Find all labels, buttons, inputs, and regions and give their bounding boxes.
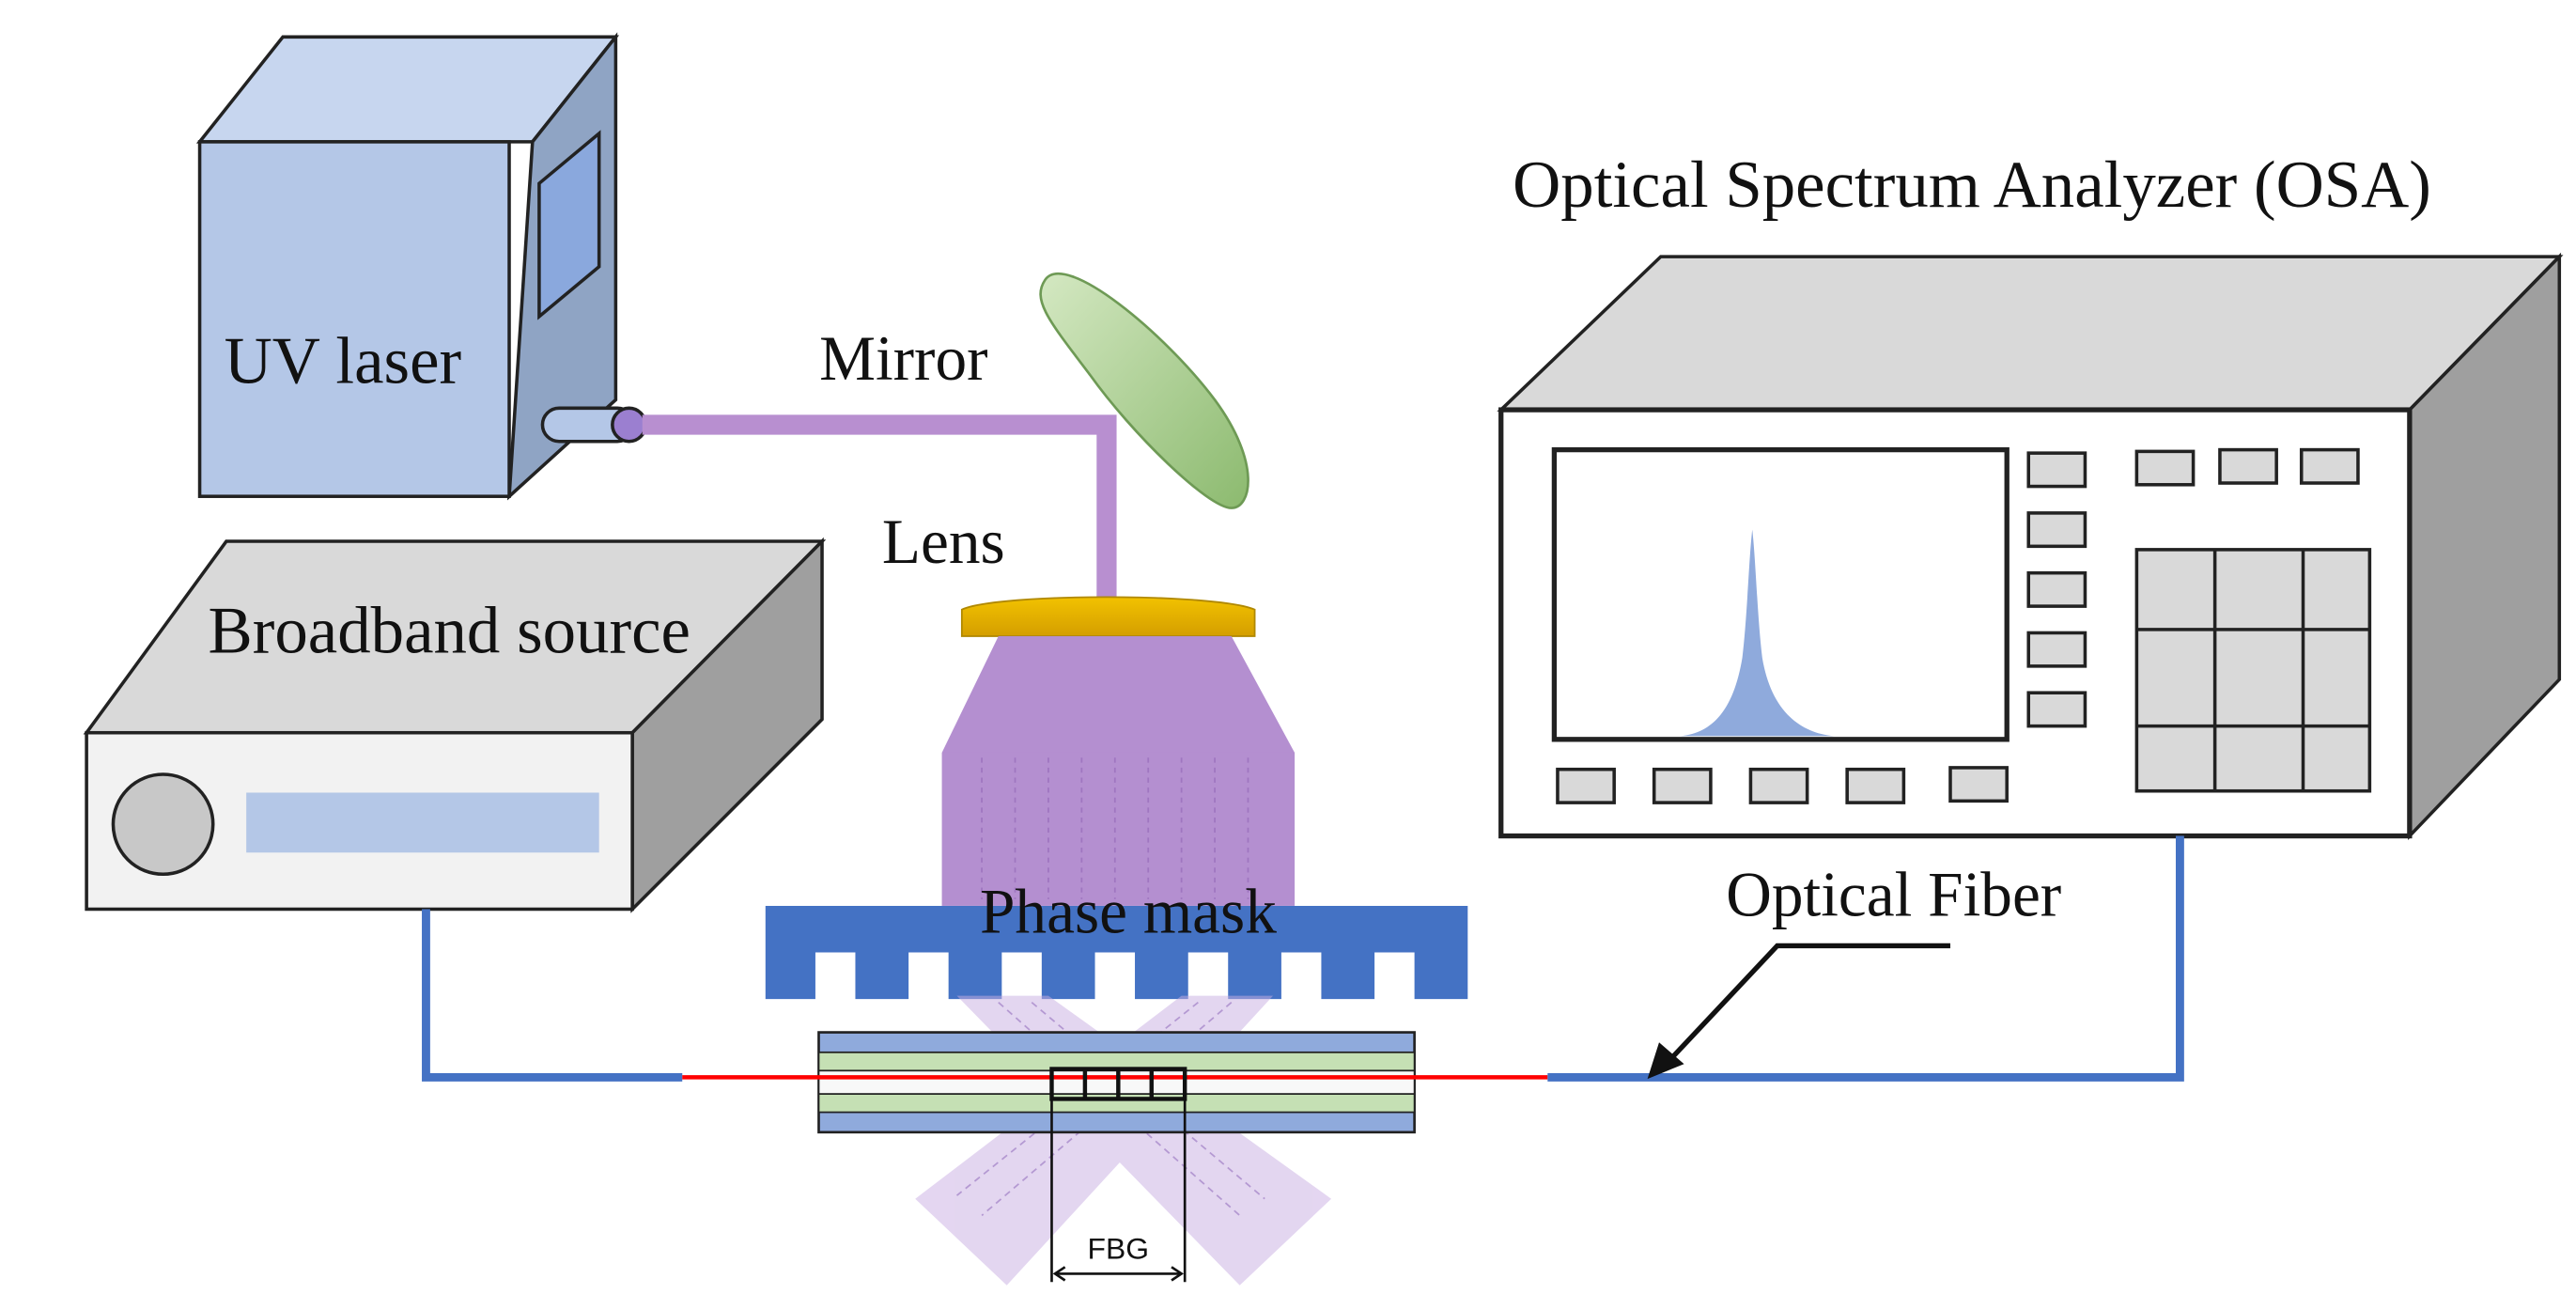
fiber-grating-icon	[682, 1031, 1548, 1134]
phase-mask-icon	[765, 905, 1468, 1000]
fiber-to-osa	[1547, 835, 2184, 1082]
lens-icon	[960, 596, 1256, 637]
uv-laser-label: UV laser	[225, 325, 461, 398]
spectrum-peak	[1681, 529, 1834, 737]
osa-label: Optical Spectrum Analyzer (OSA)	[1513, 148, 2431, 222]
phase-mask-label: Phase mask	[980, 876, 1277, 946]
mirror-label: Mirror	[819, 323, 987, 394]
keypad	[2134, 548, 2372, 793]
fiber-from-source	[422, 909, 683, 1082]
mirror-icon	[1039, 273, 1249, 509]
lens-label: Lens	[882, 507, 1005, 577]
fbg-label: FBG	[1088, 1231, 1150, 1265]
fbg-dimension	[1050, 1099, 1187, 1283]
uv-laser-icon	[195, 32, 648, 501]
broadband-source-label: Broadband source	[209, 595, 691, 668]
optical-fiber-pointer	[1647, 943, 1950, 1080]
optical-fiber-label: Optical Fiber	[1726, 860, 2061, 930]
focused-uv-beam	[941, 635, 1296, 906]
broadband-source-icon	[83, 537, 827, 913]
uv-beam	[642, 414, 1117, 600]
osa-icon	[1497, 252, 2564, 840]
